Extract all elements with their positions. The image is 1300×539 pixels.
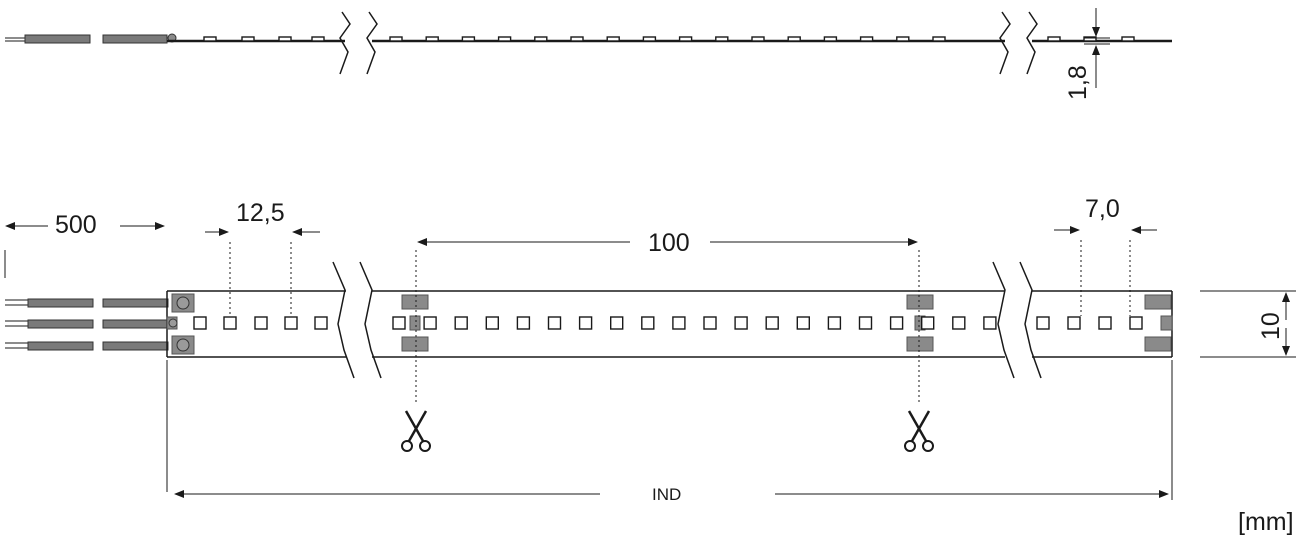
side-led-chip bbox=[311, 36, 325, 42]
side-led-chip bbox=[678, 36, 693, 42]
side-break-mark bbox=[999, 11, 1011, 75]
led-chip bbox=[827, 316, 842, 330]
led-chip bbox=[223, 316, 237, 330]
cut-pad-top bbox=[906, 294, 934, 310]
led-chip bbox=[454, 316, 468, 330]
side-led-chip bbox=[932, 36, 946, 42]
led-chip bbox=[485, 316, 499, 330]
side-led-chip bbox=[859, 36, 874, 42]
led-chip bbox=[578, 316, 593, 330]
side-led-chip bbox=[389, 36, 403, 42]
led-chip bbox=[516, 316, 531, 330]
led-chip bbox=[796, 316, 810, 330]
cut-pad-bottom bbox=[906, 336, 934, 352]
cable-length-label: 500 bbox=[55, 211, 97, 239]
side-cable-sleeve-2 bbox=[102, 34, 168, 44]
cable-wire-2 bbox=[27, 319, 94, 329]
led-row bbox=[193, 316, 1143, 330]
led-chip bbox=[284, 316, 298, 330]
side-led-chip bbox=[203, 36, 217, 42]
led-chip bbox=[392, 316, 406, 330]
scissors-icon bbox=[904, 410, 934, 452]
led-chip bbox=[952, 316, 966, 330]
overall-length-label: IND bbox=[652, 485, 681, 504]
led-chip bbox=[1129, 316, 1143, 330]
scissors-icon bbox=[401, 410, 431, 452]
units-label: [mm] bbox=[1238, 508, 1294, 536]
side-break-mark bbox=[339, 11, 351, 75]
led-chip bbox=[1067, 316, 1081, 330]
side-led-row bbox=[203, 36, 1135, 42]
side-led-chip bbox=[642, 36, 657, 42]
side-led-chip bbox=[751, 36, 765, 42]
top-break-mark bbox=[992, 261, 1015, 379]
led-chip bbox=[765, 316, 779, 330]
side-led-chip bbox=[787, 36, 801, 42]
width-label: 10 bbox=[1257, 312, 1285, 340]
cable-bundle bbox=[5, 298, 169, 351]
side-led-chip bbox=[461, 36, 476, 42]
led-chip bbox=[193, 316, 207, 330]
led-chip bbox=[1098, 316, 1112, 330]
led-chip bbox=[703, 316, 717, 330]
side-cable-sleeve-1 bbox=[24, 34, 91, 44]
top-break-mark bbox=[332, 261, 355, 379]
led-chip bbox=[858, 316, 873, 330]
end-spacing-label: 7,0 bbox=[1085, 195, 1120, 223]
led-chip bbox=[734, 316, 748, 330]
led-chip bbox=[1036, 316, 1050, 330]
led-chip bbox=[314, 316, 328, 330]
strip-body bbox=[166, 290, 1173, 358]
end-pad-bottom bbox=[1144, 336, 1172, 352]
led-chip bbox=[921, 316, 935, 330]
led-chip bbox=[641, 316, 655, 330]
cut-interval-label: 100 bbox=[648, 229, 690, 257]
led-chip bbox=[423, 316, 437, 330]
led-chip bbox=[610, 316, 624, 330]
led-chip bbox=[889, 316, 904, 330]
side-view: 1,8 bbox=[5, 8, 1172, 100]
led-chip bbox=[547, 316, 562, 330]
side-led-chip bbox=[1083, 36, 1097, 42]
cable-wire-3 bbox=[27, 341, 94, 351]
led-pitch-label: 12,5 bbox=[236, 199, 285, 227]
cut-pad-bottom bbox=[401, 336, 429, 352]
side-led-chip bbox=[1047, 36, 1061, 42]
led-chip bbox=[672, 316, 686, 330]
side-led-chip bbox=[241, 36, 255, 42]
cable-wire-1 bbox=[27, 298, 94, 308]
side-led-chip bbox=[425, 36, 439, 42]
side-led-chip bbox=[606, 36, 620, 42]
cut-pad-top bbox=[401, 294, 429, 310]
led-chip bbox=[254, 316, 268, 330]
side-led-chip bbox=[896, 36, 910, 42]
led-chip bbox=[983, 316, 997, 330]
top-view: 500 bbox=[4, 195, 1296, 536]
side-led-chip bbox=[497, 36, 512, 42]
side-led-chip bbox=[823, 36, 838, 42]
side-led-chip bbox=[1121, 36, 1135, 42]
end-pad-top bbox=[1144, 294, 1172, 310]
thickness-label: 1,8 bbox=[1064, 65, 1092, 100]
side-led-chip bbox=[570, 36, 584, 42]
side-led-chip bbox=[534, 36, 548, 42]
side-led-chip bbox=[715, 36, 729, 42]
side-led-chip bbox=[278, 36, 292, 42]
